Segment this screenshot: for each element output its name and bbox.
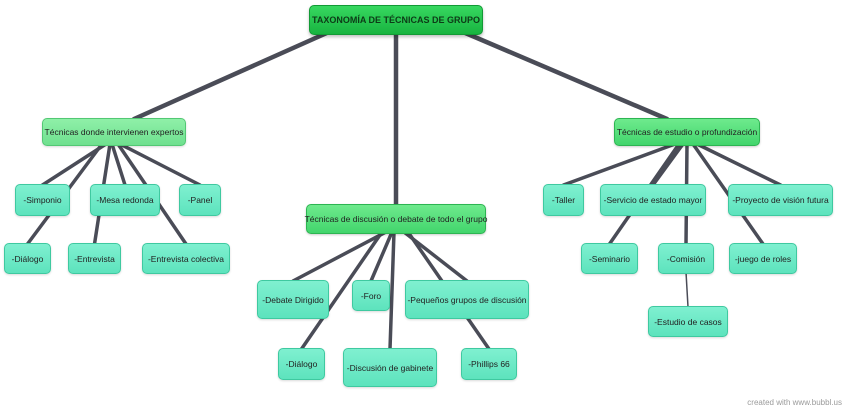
node-seminario[interactable]: -Seminario: [581, 243, 638, 274]
node-mesa-redonda[interactable]: -Mesa redonda: [90, 184, 160, 216]
node-estudio-de-casos[interactable]: -Estudio de casos: [648, 306, 728, 337]
root-node[interactable]: TAXONOMÍA DE TÉCNICAS DE GRUPO: [309, 5, 483, 35]
connector-line: [685, 271, 689, 308]
node-entrevista[interactable]: -Entrevista: [68, 243, 121, 274]
node-servicio-estado-mayor[interactable]: -Servicio de estado mayor: [600, 184, 706, 216]
node-dialogo-1[interactable]: -Diálogo: [4, 243, 51, 274]
node-pequenos-grupos[interactable]: -Pequeños grupos de discusión: [405, 280, 529, 319]
connector-line: [131, 29, 332, 122]
category-expertos[interactable]: Técnicas donde intervienen expertos: [42, 118, 186, 146]
node-juego-de-roles[interactable]: -juego de roles: [729, 243, 797, 274]
connector-line: [110, 142, 127, 187]
node-foro[interactable]: -Foro: [352, 280, 390, 311]
watermark-text: created with www.bubbl.us: [747, 398, 842, 407]
node-taller[interactable]: -Taller: [543, 184, 584, 216]
node-proyecto-vision-futura[interactable]: -Proyecto de visión futura: [728, 184, 833, 216]
connector-line: [561, 142, 677, 187]
node-comision[interactable]: -Comisión: [658, 243, 714, 274]
connector-line: [388, 230, 396, 351]
connector-line: [460, 29, 670, 122]
category-discusion[interactable]: Técnicas de discusión o debate de todo e…: [305, 204, 487, 234]
connector-line: [369, 230, 394, 283]
node-discusion-gabinete[interactable]: -Discusión de gabinete: [343, 348, 437, 387]
node-dialogo-2[interactable]: -Diálogo: [278, 348, 325, 380]
node-debate-dirigido[interactable]: -Debate Dirigido: [257, 280, 329, 319]
connector-line: [651, 142, 685, 187]
connector-line: [291, 230, 388, 283]
node-entrevista-colectiva[interactable]: -Entrevista colectiva: [142, 243, 230, 274]
connector-line: [118, 142, 202, 187]
node-simponio[interactable]: -Simponio: [15, 184, 70, 216]
connector-line: [695, 142, 783, 187]
node-phillips-66[interactable]: -Phillips 66: [461, 348, 517, 380]
node-panel[interactable]: -Panel: [179, 184, 221, 216]
connector-line: [299, 230, 384, 351]
category-estudio[interactable]: Técnicas de estudio o profundización: [614, 118, 760, 146]
